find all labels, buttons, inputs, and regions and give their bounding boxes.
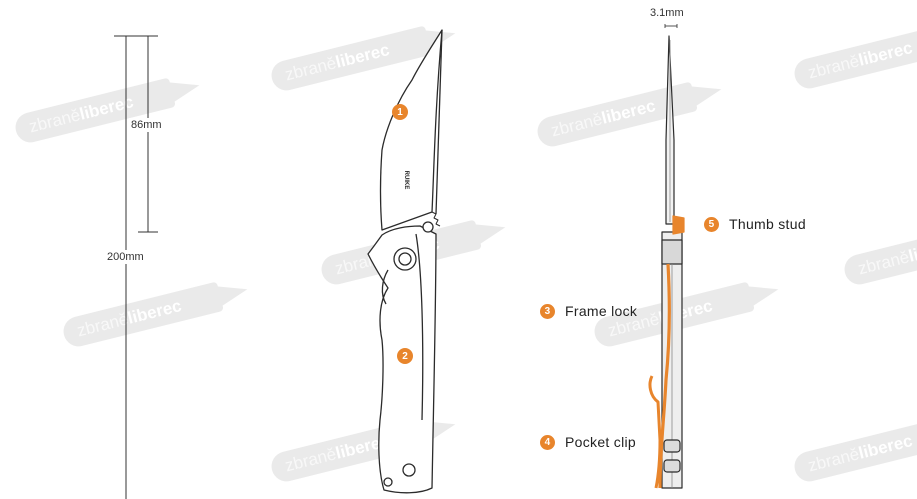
callout-label: Frame lock xyxy=(565,303,638,319)
knife-front-view xyxy=(367,29,443,494)
blade-length-label: 86mm xyxy=(129,118,164,132)
pocket-clip-side xyxy=(648,375,662,489)
blade-outline xyxy=(379,29,443,231)
clip-screw-1 xyxy=(663,439,681,453)
callout-thumb-stud: 5 Thumb stud xyxy=(704,216,806,232)
callout-pocket-clip: 4 Pocket clip xyxy=(540,434,636,450)
marker-1: 1 xyxy=(392,104,408,120)
blade-spine-bevel xyxy=(435,29,443,215)
finger-choil xyxy=(381,269,389,305)
frame-lock-cut xyxy=(415,233,424,421)
callout-number-badge: 4 xyxy=(540,434,555,450)
callout-frame-lock: 3 Frame lock xyxy=(540,303,637,319)
thumb-stud-side xyxy=(672,215,685,235)
lanyard-hole xyxy=(402,463,416,477)
overall-length-label: 200mm xyxy=(105,250,146,264)
knife-side-view xyxy=(648,24,685,489)
clip-screw-2 xyxy=(663,459,681,473)
pivot-collar xyxy=(661,239,683,265)
thickness-label: 3.1mm xyxy=(650,7,684,19)
pivot-inner xyxy=(398,252,412,266)
callout-label: Pocket clip xyxy=(565,434,636,450)
dimension-lines xyxy=(114,35,158,499)
callout-number-badge: 3 xyxy=(540,303,555,319)
brand-mark: RUIKE xyxy=(403,171,409,190)
marker-2: 2 xyxy=(397,348,413,364)
thumb-stud-front xyxy=(422,221,434,233)
callout-label: Thumb stud xyxy=(729,216,806,232)
serration-edge xyxy=(431,211,441,227)
screw-bottom xyxy=(383,477,393,487)
callout-number-badge: 5 xyxy=(704,216,719,232)
